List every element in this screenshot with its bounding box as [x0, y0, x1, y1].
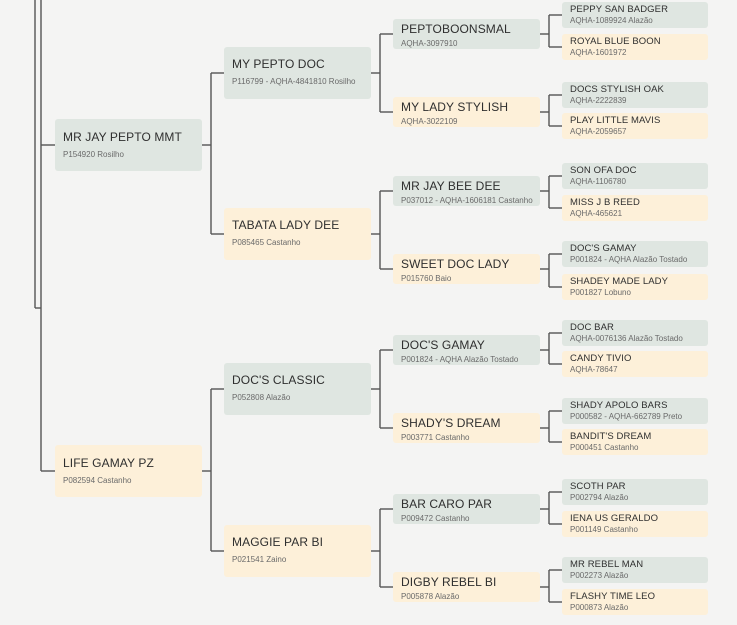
- horse-name: PEPTOBOONSMAL: [401, 22, 511, 36]
- horse-name: PLAY LITTLE MAVIS: [570, 115, 661, 126]
- horse-name: LIFE GAMAY PZ: [63, 456, 154, 470]
- horse-name: DOC BAR: [570, 322, 614, 333]
- horse-name: DIGBY REBEL BI: [401, 575, 497, 589]
- horse-registry-info: P015760 Baio: [401, 274, 452, 283]
- horse-name: ROYAL BLUE BOON: [570, 36, 661, 47]
- horse-name: SON OFA DOC: [570, 165, 637, 176]
- pedigree-card-gen2-2[interactable]: TABATA LADY DEE P085465 Castanho: [224, 208, 371, 260]
- horse-registry-info: P002273 Alazão: [570, 571, 629, 580]
- pedigree-card-gen3-5[interactable]: DOC'S GAMAY P001824 - AQHA Alazão Tostado: [393, 335, 540, 365]
- horse-name: PEPPY SAN BADGER: [570, 4, 669, 15]
- horse-name: BAR CARO PAR: [401, 497, 492, 511]
- horse-registry-info: AQHA-2222839: [570, 96, 627, 105]
- pedigree-card-gen3-4[interactable]: SWEET DOC LADY P015760 Baio: [393, 254, 540, 284]
- horse-name: SCOTH PAR: [570, 481, 626, 492]
- horse-name: MR JAY PEPTO MMT: [63, 130, 182, 144]
- horse-name: DOC'S GAMAY: [570, 243, 637, 254]
- horse-registry-info: AQHA-0076136 Alazão Tostado: [570, 334, 683, 343]
- horse-registry-info: AQHA-2059657: [570, 127, 627, 136]
- horse-name: FLASHY TIME LEO: [570, 591, 656, 602]
- horse-name: TABATA LADY DEE: [232, 218, 340, 232]
- pedigree-card-gen2-3[interactable]: DOC'S CLASSIC P052808 Alazão: [224, 363, 371, 415]
- horse-name: MISS J B REED: [570, 197, 640, 208]
- horse-name: CANDY TIVIO: [570, 353, 632, 364]
- horse-registry-info: AQHA-78647: [570, 365, 618, 374]
- horse-name: DOCS STYLISH OAK: [570, 84, 664, 95]
- pedigree-card-gen1-2[interactable]: LIFE GAMAY PZ P082594 Castanho: [55, 445, 202, 497]
- horse-registry-info: AQHA-1089924 Alazão: [570, 16, 653, 25]
- pedigree-card-gen3-6[interactable]: SHADY'S DREAM P003771 Castanho: [393, 413, 540, 443]
- horse-registry-info: AQHA-3097910: [401, 39, 458, 48]
- pedigree-card-gen2-4[interactable]: MAGGIE PAR BI P021541 Zaino: [224, 525, 371, 577]
- horse-registry-info: P001824 - AQHA Alazão Tostado: [401, 355, 519, 364]
- pedigree-card-gen3-1[interactable]: PEPTOBOONSMAL AQHA-3097910: [393, 19, 540, 49]
- horse-registry-info: P002794 Alazão: [570, 493, 629, 502]
- horse-registry-info: P116799 - AQHA-4841810 Rosilho: [232, 77, 356, 86]
- horse-name: DOC'S CLASSIC: [232, 373, 325, 387]
- horse-registry-info: P021541 Zaino: [232, 555, 287, 564]
- horse-name: SHADEY MADE LADY: [570, 276, 669, 287]
- horse-name: SWEET DOC LADY: [401, 257, 510, 271]
- horse-registry-info: P003771 Castanho: [401, 433, 470, 442]
- horse-registry-info: AQHA-1601972: [570, 48, 627, 57]
- horse-registry-info: P001824 - AQHA Alazão Tostado: [570, 255, 688, 264]
- horse-registry-info: AQHA-1106780: [570, 177, 626, 186]
- horse-registry-info: AQHA-465621: [570, 209, 623, 218]
- horse-name: MR JAY BEE DEE: [401, 179, 501, 193]
- pedigree-card-gen3-8[interactable]: DIGBY REBEL BI P005878 Alazão: [393, 572, 540, 602]
- horse-name: SHADY APOLO BARS: [570, 400, 668, 411]
- horse-registry-info: P005878 Alazão: [401, 592, 460, 601]
- pedigree-card-gen3-7[interactable]: BAR CARO PAR P009472 Castanho: [393, 494, 540, 524]
- horse-name: IENA US GERALDO: [570, 513, 659, 524]
- pedigree-card-gen2-1[interactable]: MY PEPTO DOC P116799 - AQHA-4841810 Rosil…: [224, 47, 371, 99]
- horse-name: DOC'S GAMAY: [401, 338, 485, 352]
- horse-name: MR REBEL MAN: [570, 559, 644, 570]
- horse-name: MAGGIE PAR BI: [232, 535, 324, 549]
- horse-registry-info: P000582 - AQHA-662789 Preto: [570, 412, 683, 421]
- horse-registry-info: P001149 Castanho: [570, 525, 638, 534]
- horse-registry-info: P154920 Rosilho: [63, 150, 124, 159]
- horse-registry-info: P009472 Castanho: [401, 514, 470, 523]
- horse-name: MY LADY STYLISH: [401, 100, 509, 114]
- pedigree-card-gen1-1[interactable]: MR JAY PEPTO MMT P154920 Rosilho: [55, 119, 202, 171]
- horse-registry-info: P052808 Alazão: [232, 393, 291, 402]
- horse-name: BANDIT'S DREAM: [570, 431, 652, 442]
- horse-registry-info: P082594 Castanho: [63, 476, 132, 485]
- pedigree-card-gen3-2[interactable]: MY LADY STYLISH AQHA-3022109: [393, 97, 540, 127]
- horse-registry-info: AQHA-3022109: [401, 117, 458, 126]
- horse-registry-info: P085465 Castanho: [232, 238, 301, 247]
- horse-registry-info: P000873 Alazão: [570, 603, 629, 612]
- horse-registry-info: P037012 - AQHA-1606181 Castanho: [401, 196, 533, 205]
- horse-registry-info: P001827 Lobuno: [570, 288, 631, 297]
- pedigree-card-gen3-3[interactable]: MR JAY BEE DEE P037012 - AQHA-1606181 Cas…: [393, 176, 540, 206]
- horse-registry-info: P000451 Castanho: [570, 443, 639, 452]
- horse-name: SHADY'S DREAM: [401, 416, 501, 430]
- horse-name: MY PEPTO DOC: [232, 57, 325, 71]
